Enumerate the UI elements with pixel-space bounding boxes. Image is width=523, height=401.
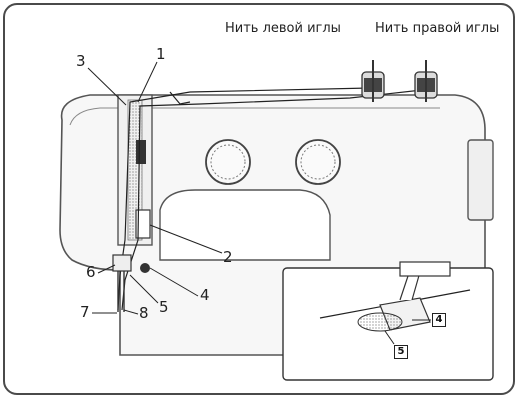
arm-cutout xyxy=(159,189,331,261)
callout-1: 1 xyxy=(156,45,166,63)
callout-7: 7 xyxy=(80,303,90,321)
spool-right xyxy=(414,60,438,102)
dial-left xyxy=(205,139,251,185)
callout-6: 6 xyxy=(86,263,96,281)
callout-5: 5 xyxy=(159,298,169,316)
inset-callout-5: 5 xyxy=(394,345,408,359)
right-needle-thread-label: Нить правой иглы xyxy=(375,21,500,36)
dial-right xyxy=(295,139,341,185)
callout-3: 3 xyxy=(76,52,86,70)
left-needle-thread-label: Нить левой иглы xyxy=(225,21,341,36)
spool-left xyxy=(361,60,385,102)
inset-callout-4: 4 xyxy=(432,313,446,327)
thread-left xyxy=(117,87,371,311)
thread-right xyxy=(121,89,423,311)
callout-2: 2 xyxy=(223,248,233,266)
inset-detail xyxy=(282,261,494,381)
callout-4: 4 xyxy=(200,286,210,304)
callout-8: 8 xyxy=(139,304,149,322)
